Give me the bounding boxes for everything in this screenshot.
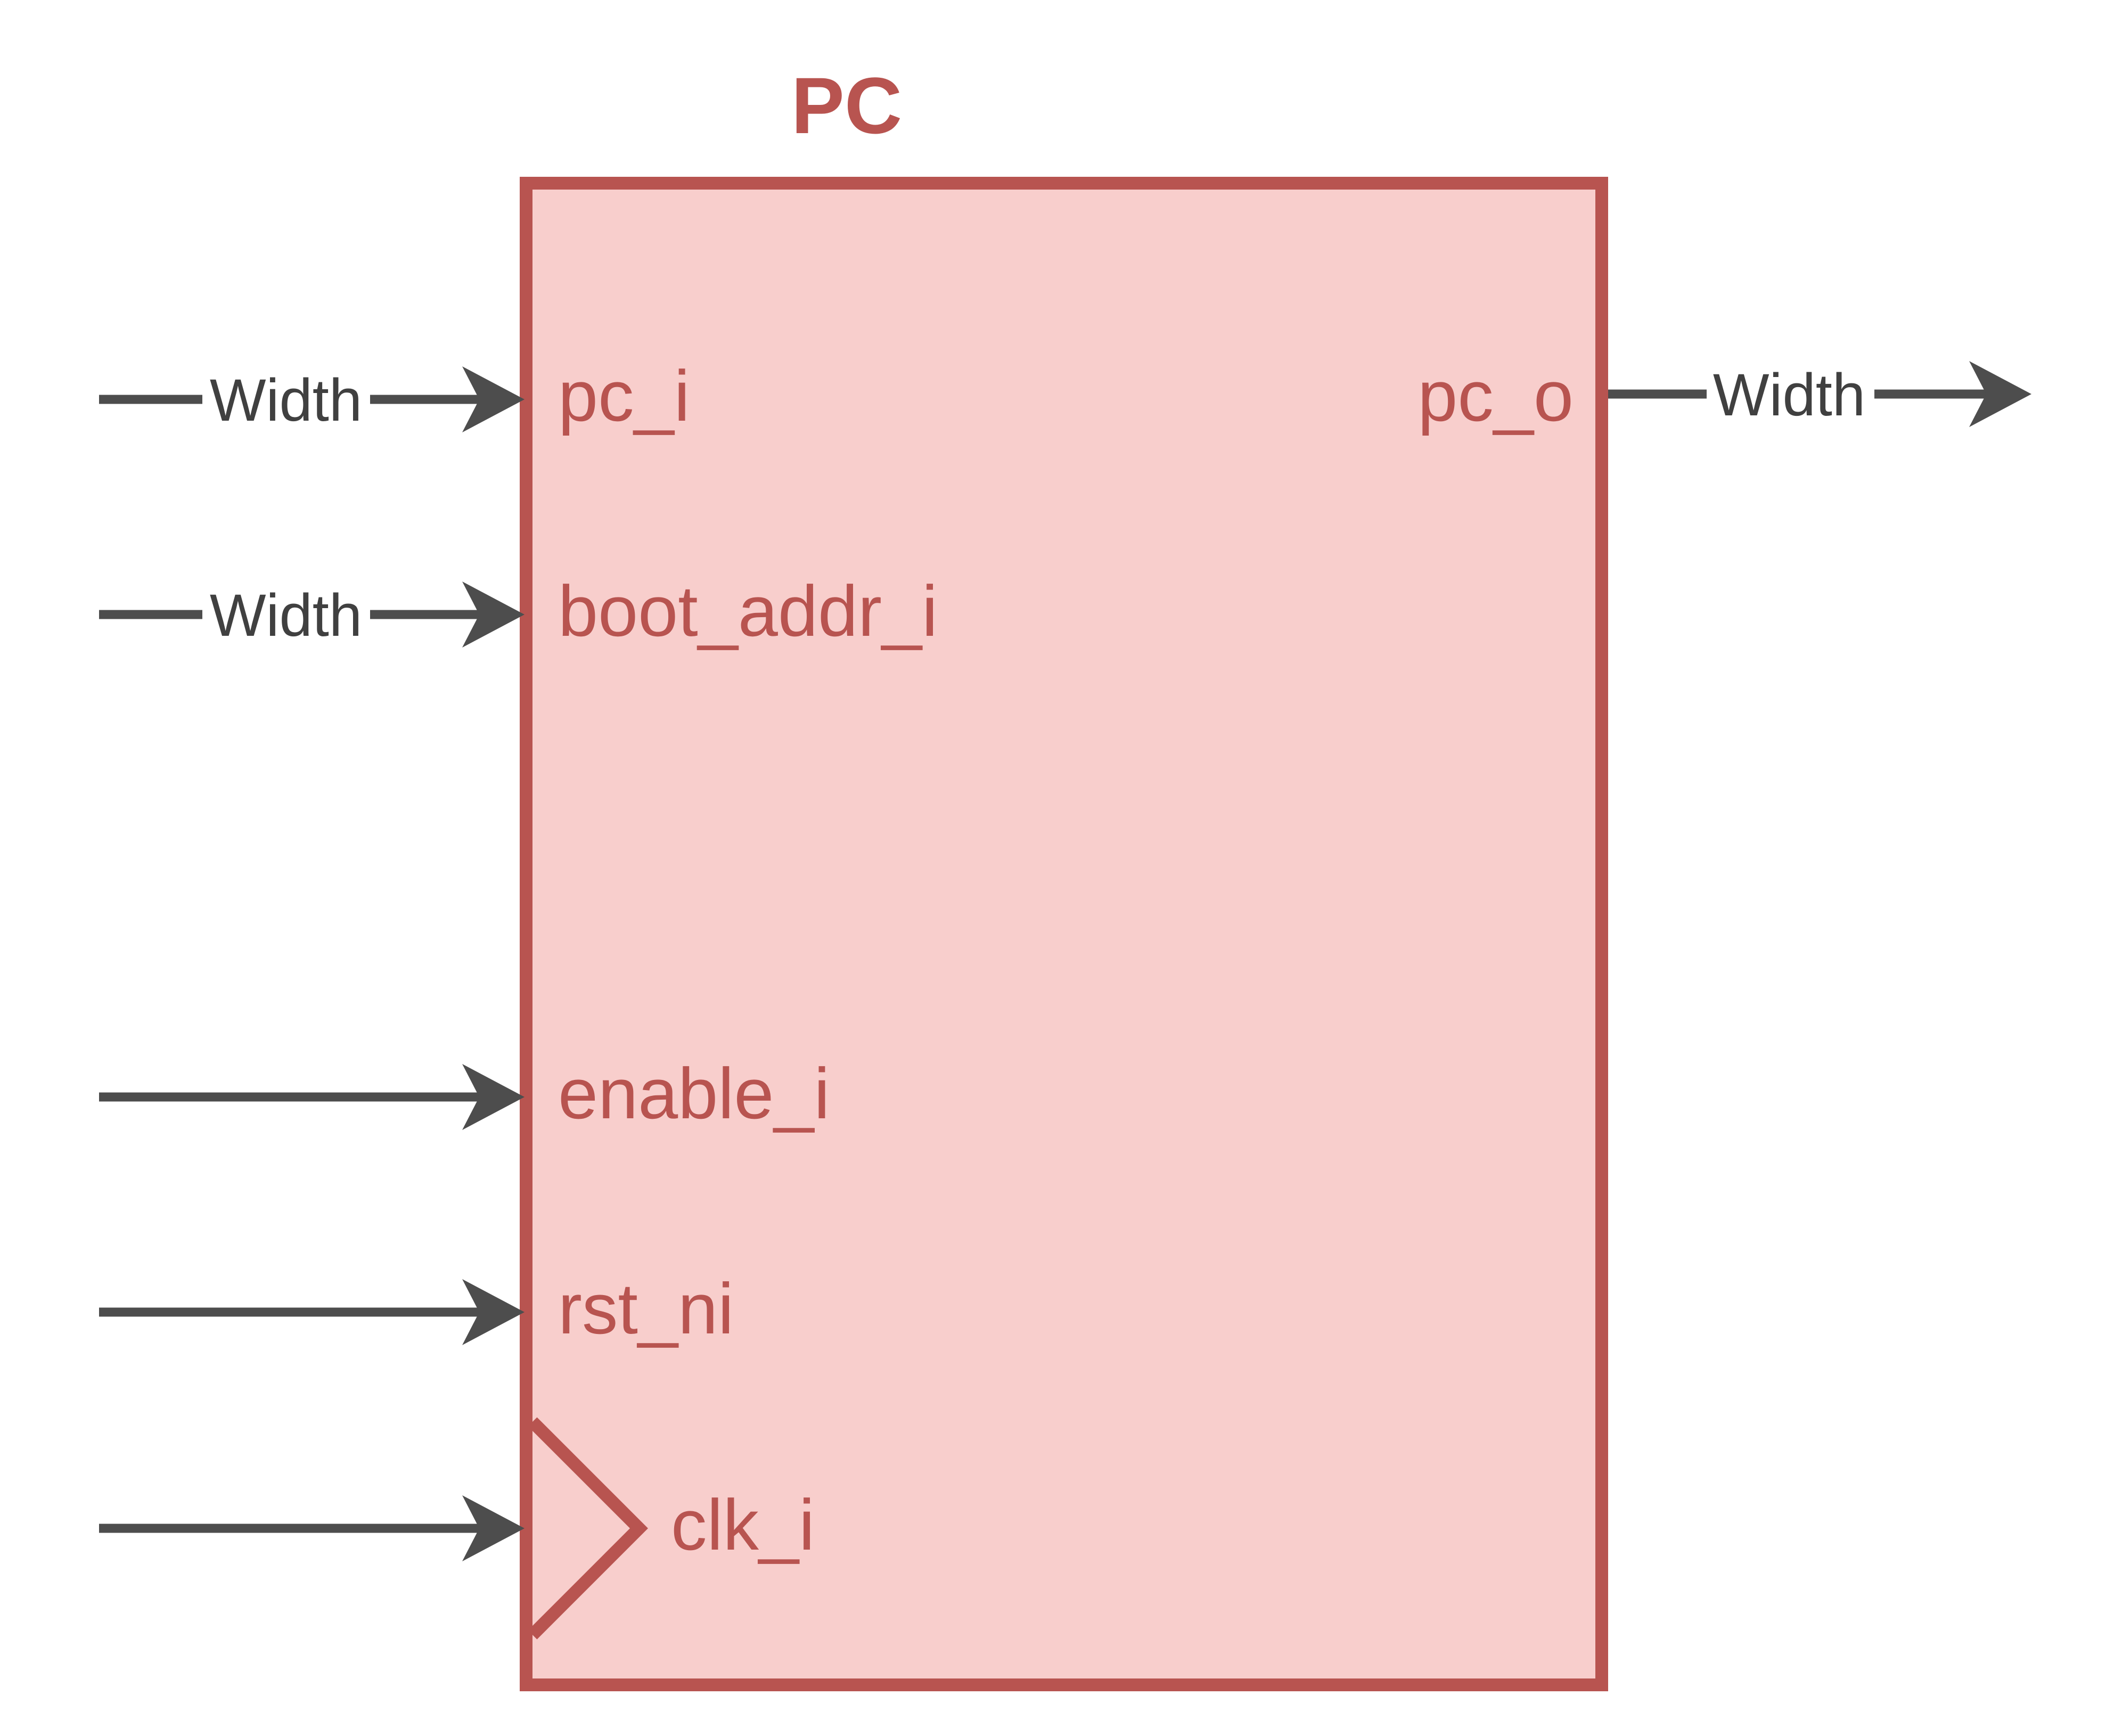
- pc-block: [520, 177, 1608, 1691]
- pc-o-label: pc_o: [1417, 356, 1574, 436]
- boot-addr-i-label: boot_addr_i: [558, 571, 938, 651]
- block-title: PC: [791, 61, 902, 150]
- port-rst-ni: rst_ni: [99, 1268, 734, 1349]
- port-pc-i: Width pc_i: [99, 356, 690, 436]
- port-pc-o: pc_o Width: [1417, 356, 2031, 436]
- port-enable-i: enable_i: [99, 1053, 830, 1134]
- boot-addr-i-arrow-icon: [462, 582, 525, 648]
- enable-i-arrow-icon: [462, 1064, 525, 1130]
- clk-i-label: clk_i: [671, 1485, 815, 1565]
- rst-ni-label: rst_ni: [558, 1268, 734, 1349]
- clock-triangle-icon: [528, 1417, 648, 1640]
- clk-i-arrow-icon: [462, 1495, 525, 1561]
- pc-o-arrow-icon: [1969, 361, 2031, 427]
- enable-i-label: enable_i: [558, 1053, 830, 1134]
- pc-i-bus-label: Width: [210, 367, 362, 433]
- rst-ni-arrow-icon: [462, 1279, 525, 1345]
- pc-i-arrow-icon: [462, 366, 525, 432]
- pc-o-bus-label: Width: [1713, 362, 1865, 428]
- pc-i-label: pc_i: [558, 356, 690, 436]
- port-boot-addr-i: Width boot_addr_i: [99, 571, 938, 651]
- boot-addr-i-bus-label: Width: [210, 582, 362, 649]
- port-clk-i: clk_i: [99, 1485, 815, 1565]
